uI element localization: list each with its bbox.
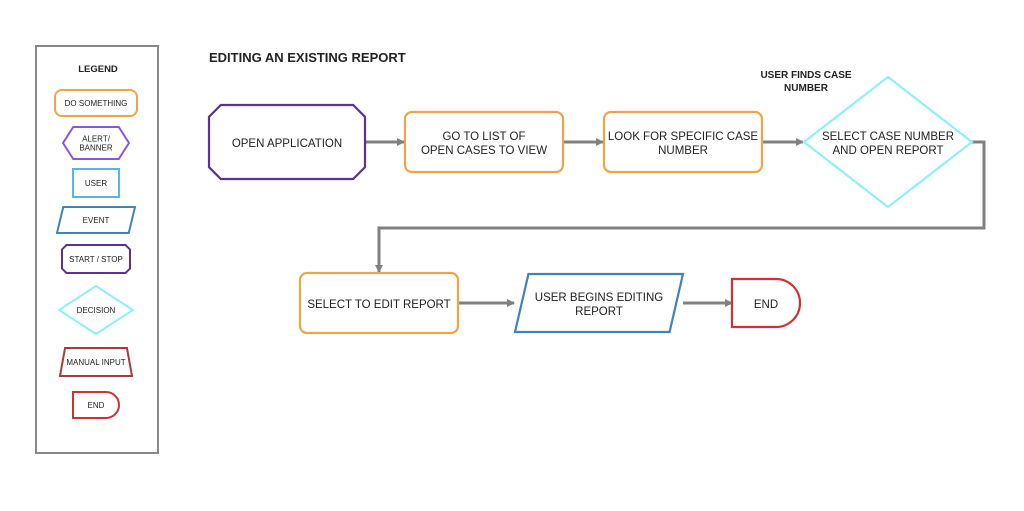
legend-item-do-something: DO SOMETHING [54,89,138,117]
legend-item-user: USER [72,168,120,198]
legend-shape-diamond [57,284,135,336]
legend-shape-parallelogram [55,206,137,234]
node-select-edit: SELECT TO EDIT REPORT [298,271,460,335]
connectors [365,138,986,307]
node-shape [207,103,367,181]
legend-shape-rect [72,168,120,198]
node-shape [403,110,565,174]
legend-label: DO SOMETHING [65,99,128,108]
legend-label: MANUAL INPUT [66,358,125,367]
legend-title: LEGEND [78,64,118,75]
legend-item-decision: DECISION [57,284,135,336]
node-end: END [730,277,802,329]
legend-label: END [88,401,105,410]
legend-item-end: END [72,391,120,419]
legend-shape-delay [72,391,120,419]
legend-panel: LEGEND DO SOMETHING ALERT/BANNER USER EVENT… [35,45,159,454]
legend-shape-trapezoid [58,347,134,377]
legend-shape-rounded-rect [54,89,138,117]
legend-item-alert: ALERT/BANNER [61,126,131,160]
node-shape [513,272,685,334]
legend-shape-hexagon [61,126,131,160]
arrow-select-case-to-select-edit [375,140,986,273]
node-label: OPEN APPLICATION [232,138,342,150]
node-shape [298,271,460,335]
node-open-application: OPEN APPLICATION [207,103,367,181]
node-shape [730,277,802,329]
legend-label: DECISION [77,306,116,315]
node-shape [802,75,974,209]
legend-label: ALERT/BANNER [79,135,113,153]
legend-item-event: EVENT [55,206,137,234]
diagram-title: EDITING AN EXISTING REPORT [209,50,406,65]
node-label: END [754,299,778,311]
node-shape [602,110,764,174]
legend-item-start-stop: START / STOP [61,244,131,274]
legend-label: EVENT [83,216,110,225]
legend-item-manual-input: MANUAL INPUT [58,347,134,377]
node-label: SELECT TO EDIT REPORT [307,299,450,311]
legend-label: USER [85,179,107,188]
legend-label: START / STOP [69,255,123,264]
legend-shape-octagon [61,244,131,274]
